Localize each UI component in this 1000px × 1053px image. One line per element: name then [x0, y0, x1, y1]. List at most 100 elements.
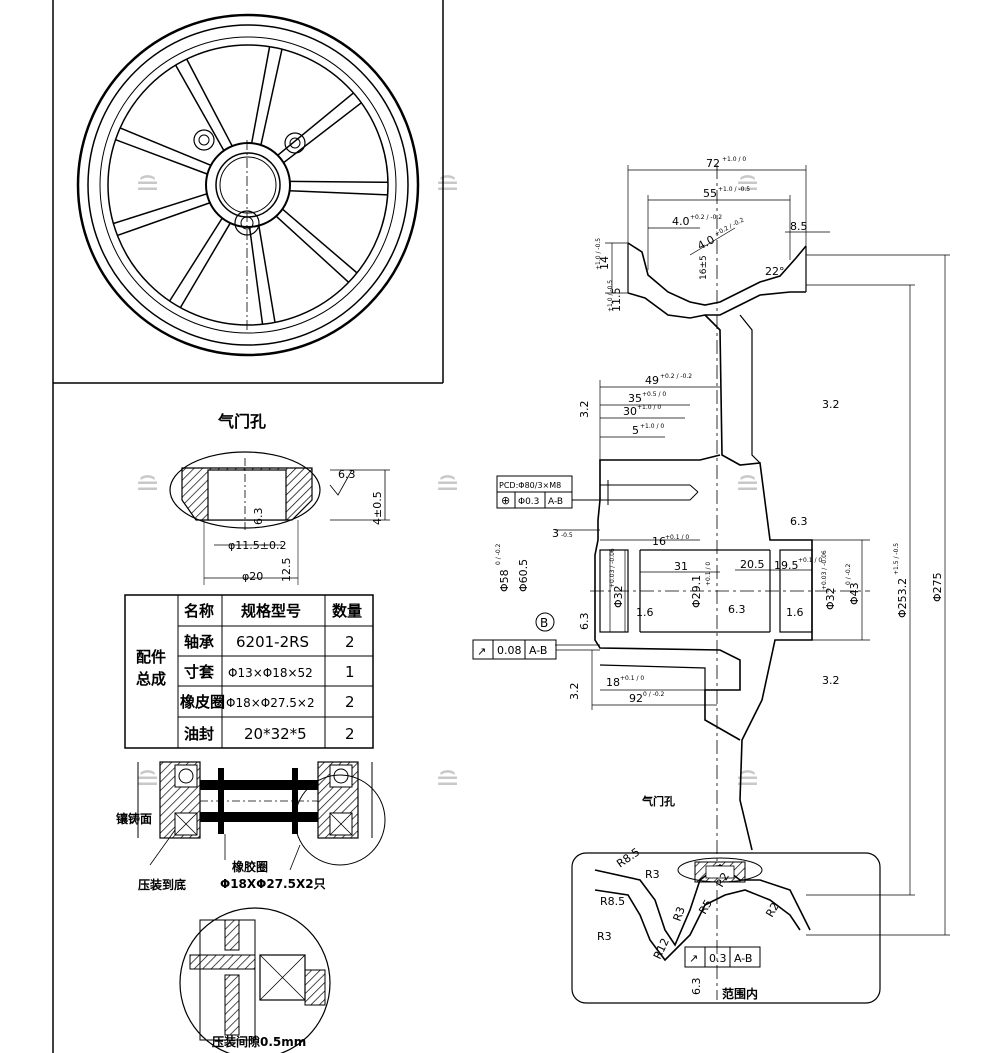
dim-195-tol: +0.1 / 0	[798, 557, 822, 564]
spoke-edge	[277, 92, 354, 156]
dim-115: 11.5	[610, 288, 623, 313]
dim-depth: 12.5	[280, 558, 293, 583]
roughness-63-top: 6.3	[790, 515, 808, 528]
dim-5: 5	[632, 424, 639, 437]
wheel-front-view	[76, 13, 420, 357]
dim-14-tol: +1.0 / -0.5	[595, 238, 602, 270]
dim-49-tol: +0.2 / -0.2	[660, 373, 692, 380]
dim-3-tol: -0.5	[561, 532, 573, 539]
runout2-symbol: ↗	[689, 952, 698, 965]
wheel-spokes	[113, 46, 388, 325]
dim-195: 19.5	[774, 559, 799, 572]
radius-85-a: R8.5	[614, 845, 642, 870]
dim-29: Φ29.1	[690, 575, 703, 608]
radius-85-b: R8.5	[600, 895, 625, 908]
pos-tol-ref: A-B	[548, 497, 563, 507]
bearing-assembly-labels: 镶铸面 压装到底 橡胶圈 Φ18XΦ27.5X2只 压装间隙0.5mm	[116, 811, 326, 1049]
watermark-marks: ≘ ≘ ≘ ≘ ≘ ≘ ≘ ≘ ≘	[135, 168, 760, 798]
dim-58-tol: 0 / -0.2	[495, 543, 502, 565]
dim-35: 35	[628, 392, 642, 405]
dim-115-tol: +1.0 / -0.5	[607, 280, 614, 312]
svg-text:≘: ≘	[435, 763, 460, 798]
spoke-edge	[179, 222, 231, 308]
spoke-edge	[119, 127, 212, 167]
spoke-edge	[289, 180, 388, 184]
radius-12: R12	[651, 936, 672, 961]
dim-35-tol: +0.5 / 0	[642, 391, 666, 398]
dim-2532: Φ253.2	[896, 578, 909, 618]
table-cell-spec: Φ18×Φ27.5×2	[226, 696, 315, 710]
table-cell-qty: 2	[345, 725, 355, 743]
dim-18-tol: +0.1 / 0	[620, 675, 644, 682]
dim-205: 20.5	[740, 558, 765, 571]
pos-tol-symbol: ⊕	[501, 494, 510, 507]
table-cell-spec: 6201-2RS	[236, 633, 309, 651]
dim-rim-inner: 55	[703, 187, 717, 200]
valve-hole-section: 气门孔 4±0.5 6.3 6.3 φ11.5±0.2 φ20 12.5	[169, 412, 390, 585]
dim-43: Φ43	[848, 582, 861, 605]
table-cell-qty: 2	[345, 693, 355, 711]
spoke-edge	[115, 138, 208, 175]
dim-hole: φ11.5±0.2	[228, 539, 286, 552]
label-rubber: 橡胶圈	[232, 859, 268, 874]
svg-text:≘: ≘	[435, 168, 460, 203]
svg-text:≘: ≘	[735, 468, 760, 503]
label-press: 压装到底	[138, 877, 186, 892]
runout2-value: 0.3	[709, 952, 727, 965]
label-range: 范围内	[722, 986, 758, 1001]
dim-29-tol: +0.1 / 0	[705, 562, 712, 586]
spoke-edge	[117, 202, 211, 237]
roughness-bottom: 6.3	[690, 978, 703, 996]
fcf-boxes	[472, 475, 761, 968]
table-cell-spec: Φ13×Φ18×52	[228, 666, 313, 680]
dim-32-left: Φ32	[612, 585, 625, 608]
spoke-edge	[289, 190, 388, 196]
dim-4-left: 4.0	[672, 215, 690, 228]
spoke-edge	[258, 225, 276, 323]
roughness-32-c: 3.2	[822, 674, 840, 687]
svg-text:≘: ≘	[735, 763, 760, 798]
label-gap: 压装间隙0.5mm	[212, 1034, 306, 1049]
label-face: 镶铸面	[116, 811, 152, 826]
wheel-section-view	[571, 165, 881, 1004]
dim-605: Φ60.5	[517, 559, 530, 592]
radius-3-c: R3	[671, 905, 688, 923]
spoke-edge	[186, 58, 233, 147]
table-cell-name: 寸套	[184, 663, 215, 681]
table-header-qty: 数量	[332, 602, 362, 620]
table-cell-name: 油封	[184, 725, 214, 743]
svg-text:≘: ≘	[135, 168, 160, 203]
spoke-edge	[250, 46, 271, 144]
dim-30-tol: +1.0 / 0	[637, 404, 661, 411]
dim-92-tol: 0 / -0.2	[643, 691, 665, 698]
table-group-label-2: 总成	[136, 670, 166, 688]
dim-32-left-tol: +0.03 / -0.06	[609, 548, 616, 588]
pos-tol-value: Φ0.3	[518, 497, 539, 507]
dim-3: 3	[552, 527, 559, 540]
valve-section-title: 气门孔	[217, 412, 266, 431]
radius-2-b: R2	[763, 900, 782, 919]
dim-4-left-tol: +0.2 / -0.2	[690, 214, 722, 221]
table-cell-qty: 2	[345, 633, 355, 651]
spoke-edge	[275, 215, 350, 283]
dim-43-tol: 0 / -0.2	[845, 563, 852, 585]
roughness-inner: 6.3	[252, 508, 265, 526]
dim-16-tol: +0.1 / 0	[665, 534, 689, 541]
dim-32-right-tol: +0.03 / -0.06	[821, 550, 828, 590]
svg-text:≘: ≘	[135, 763, 160, 798]
table-cell-name: 橡皮圈	[180, 693, 225, 711]
radius-2-a: R2	[713, 870, 732, 889]
runout-value: 0.08	[497, 644, 522, 657]
svg-text:≘: ≘	[135, 468, 160, 503]
dim-rim-inner-tol: +1.0 / -0.5	[718, 186, 750, 193]
bearing-assembly	[137, 761, 386, 1053]
table-cell-spec: 20*32*5	[244, 725, 307, 743]
dim-height: 4±0.5	[371, 491, 384, 525]
dim-275: Φ275	[931, 572, 944, 602]
table-header-spec: 规格型号	[241, 602, 301, 620]
svg-text:≘: ≘	[735, 168, 760, 203]
section-dimension-lines	[555, 165, 950, 936]
dim-85: 8.5	[790, 220, 808, 233]
dim-rim-width: 72	[706, 157, 720, 170]
